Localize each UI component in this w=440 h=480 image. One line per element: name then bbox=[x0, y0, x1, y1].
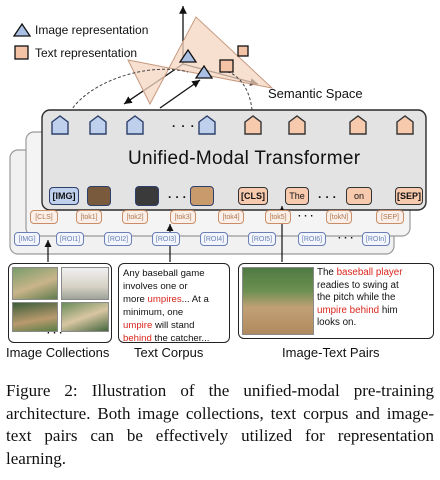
text-point-2 bbox=[237, 45, 249, 57]
corpus-segment: will stand bbox=[152, 320, 195, 331]
pair-caption-line: looks on. bbox=[317, 317, 433, 330]
pair-caption-line: readies to swing at bbox=[317, 280, 433, 293]
input-image-ellipsis: · · · bbox=[168, 190, 187, 204]
corpus-segment: umpire bbox=[123, 320, 153, 331]
input-text-ellipsis: · · · bbox=[318, 190, 337, 204]
text-point-1 bbox=[219, 59, 234, 73]
image-layer-token-roi3: [ROI3] bbox=[152, 232, 180, 246]
image-layer-token-roi4: [ROI4] bbox=[200, 232, 228, 246]
input-sep-token: [SEP] bbox=[395, 187, 423, 205]
input-token-on: on bbox=[346, 187, 372, 205]
collection-photo-1 bbox=[12, 267, 58, 300]
corpus-line: involves one or bbox=[123, 280, 225, 293]
collection-photo-4 bbox=[61, 302, 109, 332]
pair-caption-segment: readies to swing at bbox=[317, 279, 399, 291]
projection-line-image bbox=[69, 68, 189, 113]
pair-caption-line: umpire behind him bbox=[317, 305, 433, 318]
corpus-line: behind the catcher... bbox=[123, 332, 225, 345]
pair-caption-segment: The bbox=[317, 267, 337, 278]
image-collections-card: · · · bbox=[8, 263, 112, 343]
input-image-patch-2 bbox=[135, 186, 159, 206]
text-layer-token-cls: [CLS] bbox=[30, 210, 58, 224]
image-representation-icon bbox=[12, 22, 32, 37]
legend-image-label: Image representation bbox=[35, 23, 149, 37]
image-layer-ellipsis: · · · bbox=[338, 233, 354, 244]
legend-text-label: Text representation bbox=[35, 46, 138, 60]
input-token-the: The bbox=[285, 187, 309, 205]
pair-photo-baseball bbox=[242, 267, 314, 335]
corpus-line: minimum, one bbox=[123, 306, 225, 319]
output-arrow bbox=[159, 79, 201, 109]
corpus-line: more umpires... At a bbox=[123, 293, 225, 306]
pair-caption-segment: him bbox=[379, 304, 398, 316]
output-image-pentagon-1 bbox=[51, 115, 69, 135]
projection-line-text bbox=[227, 71, 253, 111]
input-cls-token: [CLS] bbox=[238, 187, 268, 205]
output-representations bbox=[51, 115, 414, 135]
corpus-line: umpire will stand bbox=[123, 319, 225, 332]
text-representation-icon bbox=[14, 45, 29, 60]
collection-photo-2 bbox=[61, 267, 109, 300]
text-layer-token-sep: [SEP] bbox=[376, 210, 404, 224]
image-layer-token-roin: [ROIn] bbox=[362, 232, 390, 246]
corpus-segment: more bbox=[123, 294, 148, 305]
corpus-segment: the catcher... bbox=[151, 333, 210, 344]
collection-photo-3 bbox=[12, 302, 58, 332]
output-ellipsis: · · · bbox=[172, 119, 196, 133]
transformer-title: Unified-Modal Transformer bbox=[128, 148, 361, 169]
figure-caption: Figure 2: Illustration of the unified-mo… bbox=[6, 381, 434, 468]
input-image-patch-3 bbox=[190, 186, 214, 206]
text-layer-token-2: [tok2] bbox=[122, 210, 148, 224]
image-text-pairs-label: Image-Text Pairs bbox=[282, 345, 380, 360]
corpus-segment: minimum, one bbox=[123, 307, 184, 318]
image-layer-token-roi1: [ROI1] bbox=[56, 232, 84, 246]
image-layer-token-roi6: [ROI6] bbox=[298, 232, 326, 246]
output-text-pentagon-3 bbox=[349, 115, 367, 135]
text-layer-token-n: [tokN] bbox=[326, 210, 352, 224]
semantic-space-label: Semantic Space bbox=[268, 86, 363, 101]
text-layer-token-5: [tok5] bbox=[265, 210, 291, 224]
input-img-token: [IMG] bbox=[49, 187, 79, 205]
pair-caption-segment: looks on. bbox=[317, 317, 357, 329]
text-layer-token-4: [tok4] bbox=[218, 210, 244, 224]
text-layer-ellipsis: · · · bbox=[298, 211, 314, 222]
image-point-1 bbox=[178, 48, 198, 63]
text-layer-token-1: [tok1] bbox=[76, 210, 102, 224]
corpus-segment: involves one or bbox=[123, 281, 188, 292]
output-image-pentagon-4 bbox=[198, 115, 216, 135]
output-image-pentagon-2 bbox=[89, 115, 107, 135]
text-corpus-label: Text Corpus bbox=[134, 345, 204, 360]
image-layer-token-roi5: [ROI5] bbox=[248, 232, 276, 246]
input-image-patch-1 bbox=[87, 186, 111, 206]
pair-caption-segment: the pitch while the bbox=[317, 292, 396, 304]
output-text-pentagon-2 bbox=[288, 115, 306, 135]
image-layer-token-img: [IMG] bbox=[14, 232, 40, 246]
corpus-segment: ... At a bbox=[181, 294, 209, 305]
output-text-pentagon-4 bbox=[396, 115, 414, 135]
pair-caption-line: the pitch while the bbox=[317, 292, 433, 305]
text-layer-token-3: [tok3] bbox=[170, 210, 196, 224]
corpus-segment: Any baseball game bbox=[123, 268, 205, 279]
output-text-pentagon-1 bbox=[244, 115, 262, 135]
corpus-segment: umpires bbox=[147, 294, 182, 305]
pair-caption-segment: baseball player bbox=[336, 267, 403, 278]
collections-ellipsis: · · · bbox=[47, 328, 63, 339]
image-collections-label: Image Collections bbox=[6, 345, 110, 360]
pair-caption-line: The baseball player bbox=[317, 267, 433, 280]
corpus-segment: behind bbox=[123, 333, 152, 344]
semantic-space-plane bbox=[127, 16, 274, 106]
pair-caption-segment: umpire behind bbox=[317, 304, 380, 316]
corpus-line: Any baseball game bbox=[123, 267, 225, 280]
image-layer-token-roi2: [ROI2] bbox=[104, 232, 132, 246]
image-point-2 bbox=[194, 64, 214, 79]
output-image-pentagon-3 bbox=[126, 115, 144, 135]
